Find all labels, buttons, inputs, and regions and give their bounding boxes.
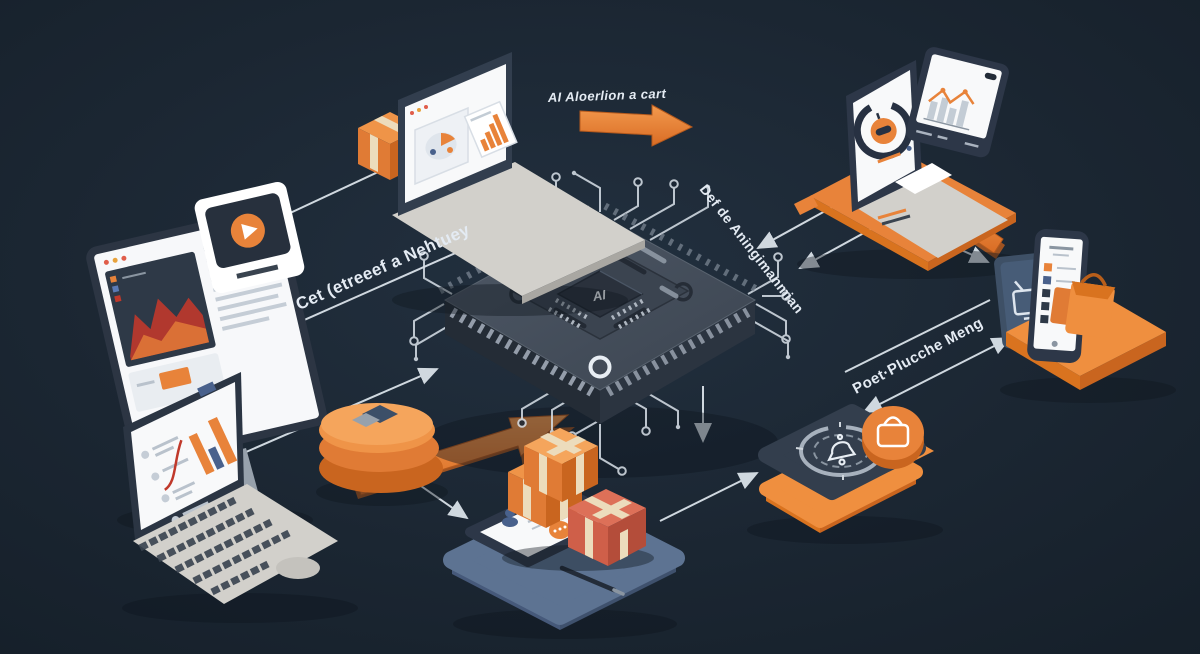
video-popup: [194, 181, 305, 294]
connector-phone-tablet: [659, 472, 759, 522]
delivery-phone-node: [443, 428, 685, 639]
dashboard-monitor-node: [86, 181, 448, 535]
bag-badge-icon: [876, 416, 910, 448]
bell-icon: [827, 433, 857, 466]
home-button: [1051, 340, 1058, 347]
trend-tablet-node: [906, 47, 1009, 158]
shopping-bag-icon: [1050, 273, 1116, 339]
pencil-icon: [877, 208, 907, 220]
flow-arrow-top: [579, 104, 694, 147]
cart-widget-icon: [159, 367, 192, 390]
reports-laptop-node: [122, 372, 358, 623]
touchpad: [276, 557, 320, 579]
connector-poet-lower: [862, 337, 1012, 413]
notification-tablet-node: [747, 404, 943, 544]
bar-chart-icon: [463, 100, 518, 159]
laptop-screen-content: [141, 381, 238, 525]
package-icon: [502, 428, 654, 571]
database-icon: [316, 403, 448, 506]
pie-chart-icon: [414, 106, 469, 186]
bar-chart-icon: [188, 432, 215, 475]
top-caption-label: AI Aloerlion a cart: [547, 86, 667, 105]
stylus-icon: [559, 565, 617, 593]
paper-card: [895, 163, 952, 194]
chip-highlights: [637, 244, 679, 299]
robot-face-icon: [853, 100, 913, 164]
trend-line-icon: [164, 439, 183, 491]
assistant-laptop-node: [794, 47, 1033, 279]
laptop-base: [133, 484, 338, 604]
chip-side-right: [600, 300, 755, 424]
analytics-laptop-node: [358, 52, 645, 316]
laptop-base: [392, 162, 645, 296]
chip-side-left: [445, 300, 600, 424]
purchase-badge: [862, 406, 924, 469]
chip-label: AI: [591, 287, 608, 304]
chip-ring-bottom: [588, 355, 612, 379]
ai-chip-node: AI: [409, 170, 791, 478]
laptop-screen: [131, 382, 238, 530]
area-chart-icon: [105, 251, 216, 367]
tablet-footer-text: [915, 129, 979, 148]
shopping-phone-node: [994, 229, 1176, 403]
line-chart-icon: [923, 72, 997, 131]
keyboard-keys: [138, 496, 291, 596]
